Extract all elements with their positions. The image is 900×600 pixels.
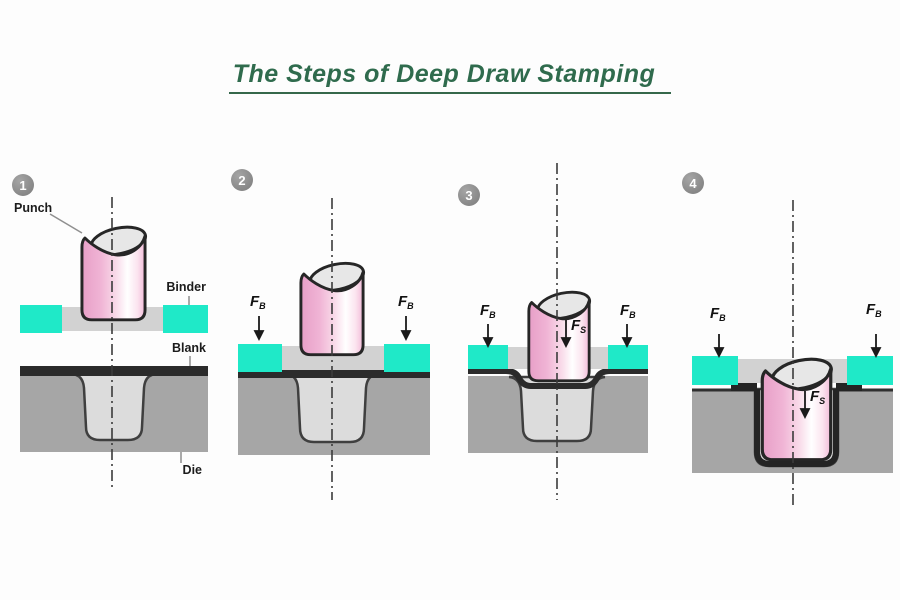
punch-tool (299, 258, 366, 357)
die-label: Die (182, 463, 202, 477)
blank-flange-left (731, 383, 757, 391)
binder-right-block (163, 305, 208, 333)
blank-flange-right (836, 383, 862, 391)
page-title: The Steps of Deep Draw Stamping (228, 60, 672, 94)
drawn-cup-wall (754, 389, 839, 467)
step-4-panel (692, 200, 893, 505)
step-2-panel (238, 198, 430, 500)
blank-sheet-drawn (468, 368, 648, 389)
step-1-panel (20, 197, 208, 490)
binder-force-label: FB (866, 301, 882, 319)
binder-force-label: FB (480, 302, 496, 320)
step-4-badge: 4 (682, 172, 704, 194)
step-2-badge: 2 (231, 169, 253, 191)
binder-right-block (608, 345, 648, 369)
step-3-panel (468, 163, 648, 500)
binder-left-block (692, 356, 738, 385)
binder-label: Binder (166, 280, 206, 294)
punch-tool (80, 224, 148, 322)
punch-label: Punch (14, 201, 53, 215)
step-3-badge: 3 (458, 184, 480, 206)
die-cavity (71, 372, 157, 442)
binder-left-block (238, 344, 282, 372)
blank-label: Blank (171, 341, 206, 355)
blank-sheet (20, 366, 208, 376)
punch-leader-line (49, 213, 83, 234)
step-1-badge: 1 (12, 174, 34, 196)
force-arrows (713, 334, 882, 420)
punch-force-label: FS (571, 317, 587, 335)
diagram-title-wrap: The Steps of Deep Draw Stamping (0, 60, 900, 94)
binder-right-block (847, 356, 893, 385)
binder-force-label: FB (710, 305, 726, 323)
binder-right-block (384, 344, 430, 372)
binder-force-arrows (253, 316, 412, 342)
binder-force-label: FB (620, 302, 636, 320)
binder-left-block (20, 305, 62, 333)
punch-force-label: FS (810, 388, 826, 406)
blank-sheet (238, 368, 430, 378)
binder-force-label: FB (250, 293, 266, 311)
binder-left-block (468, 345, 508, 369)
binder-force-label: FB (398, 293, 414, 311)
force-arrows (482, 320, 633, 349)
